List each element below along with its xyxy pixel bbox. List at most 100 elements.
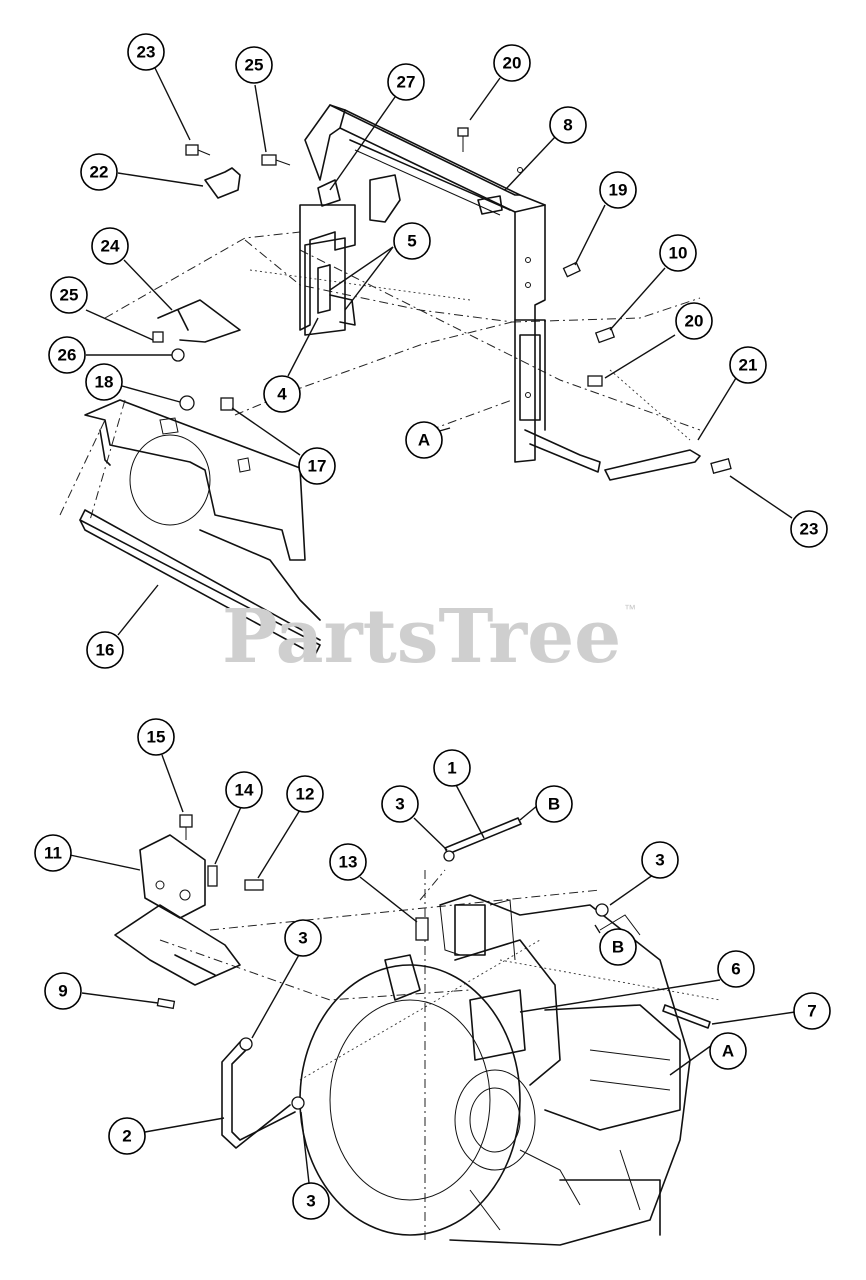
svg-text:13: 13 <box>339 853 358 872</box>
callout-B: B <box>535 785 573 823</box>
callout-21: 21 <box>729 346 767 384</box>
svg-text:5: 5 <box>407 232 416 251</box>
callout-8: 8 <box>549 106 587 144</box>
svg-text:1: 1 <box>447 759 456 778</box>
svg-text:17: 17 <box>308 457 327 476</box>
nut-12 <box>244 879 264 891</box>
svg-text:16: 16 <box>96 641 115 660</box>
svg-text:7: 7 <box>807 1002 816 1021</box>
callout-26: 26 <box>48 336 86 374</box>
callout-23: 23 <box>127 33 165 71</box>
bolt-10 <box>594 326 616 344</box>
svg-text:25: 25 <box>60 286 79 305</box>
callout-16: 16 <box>86 631 124 669</box>
nut-18 <box>179 395 195 411</box>
upper-assembly <box>59 104 732 656</box>
callout-25b: 25 <box>50 276 88 314</box>
callout-23b: 23 <box>790 510 828 548</box>
bolt-23a <box>185 144 211 156</box>
callout-27: 27 <box>387 63 425 101</box>
callout-10: 10 <box>659 234 697 272</box>
callout-14: 14 <box>225 771 263 809</box>
svg-text:3: 3 <box>306 1192 315 1211</box>
clamp-3c <box>239 1037 253 1051</box>
callout-3d: 3 <box>292 1182 330 1220</box>
svg-text:23: 23 <box>800 520 819 539</box>
svg-text:2: 2 <box>122 1127 131 1146</box>
bracket-11 <box>139 834 206 919</box>
callout-17: 17 <box>298 447 336 485</box>
svg-text:B: B <box>612 938 624 957</box>
callout-1: 1 <box>433 749 471 787</box>
callout-22: 22 <box>80 153 118 191</box>
svg-text:3: 3 <box>395 795 404 814</box>
svg-text:19: 19 <box>609 181 628 200</box>
callout-3c: 3 <box>284 919 322 957</box>
bolt-23b <box>710 458 732 474</box>
callout-25: 25 <box>235 46 273 84</box>
leader-lines <box>69 67 796 1184</box>
callouts: 23 25 27 20 8 22 19 24 5 10 25 20 26 21 … <box>34 33 831 1220</box>
bolt-15 <box>179 814 193 840</box>
bolt-20a <box>457 127 469 152</box>
svg-text:12: 12 <box>296 785 315 804</box>
svg-text:4: 4 <box>277 385 287 404</box>
bolt-7 <box>662 1004 711 1029</box>
svg-text:14: 14 <box>235 781 254 800</box>
svg-text:9: 9 <box>58 982 67 1001</box>
svg-text:27: 27 <box>397 73 416 92</box>
callout-4: 4 <box>263 375 301 413</box>
svg-text:8: 8 <box>563 116 572 135</box>
clamp-3d <box>291 1096 305 1110</box>
watermark-trademark: ™ <box>624 602 636 616</box>
callout-12: 12 <box>286 775 324 813</box>
bolt-19 <box>562 261 581 278</box>
callout-18: 18 <box>85 363 123 401</box>
svg-text:25: 25 <box>245 56 264 75</box>
svg-text:23: 23 <box>137 43 156 62</box>
watermark-logo: PartsTree <box>222 594 622 680</box>
svg-text:15: 15 <box>147 728 166 747</box>
callout-5: 5 <box>393 222 431 260</box>
frame-panel <box>299 204 356 331</box>
pin-9 <box>156 997 176 1010</box>
svg-text:22: 22 <box>90 163 109 182</box>
callout-15: 15 <box>137 718 175 756</box>
callout-20b: 20 <box>675 302 713 340</box>
callout-3b: 3 <box>641 841 679 879</box>
fitting-13 <box>415 917 429 941</box>
callout-20: 20 <box>493 44 531 82</box>
svg-text:10: 10 <box>669 244 688 263</box>
svg-text:3: 3 <box>298 929 307 948</box>
svg-text:A: A <box>722 1042 734 1061</box>
callout-13: 13 <box>329 843 367 881</box>
svg-text:26: 26 <box>58 346 77 365</box>
svg-text:20: 20 <box>503 54 522 73</box>
svg-text:6: 6 <box>731 960 740 979</box>
callout-24: 24 <box>91 227 129 265</box>
callout-11: 11 <box>34 834 72 872</box>
svg-text:3: 3 <box>655 851 664 870</box>
nut-20b <box>587 375 603 387</box>
clamp-3a <box>443 850 455 862</box>
callout-7: 7 <box>793 992 831 1030</box>
nut-17 <box>220 397 234 411</box>
callout-A: A <box>405 421 443 459</box>
nut-26 <box>171 348 185 362</box>
engine <box>299 894 691 1246</box>
callout-3a: 3 <box>381 785 419 823</box>
screw-14 <box>207 865 218 887</box>
callout-6: 6 <box>717 950 755 988</box>
svg-text:B: B <box>548 795 560 814</box>
callout-19: 19 <box>599 171 637 209</box>
bolt-25a <box>261 154 291 166</box>
svg-text:24: 24 <box>101 237 120 256</box>
svg-text:11: 11 <box>44 844 62 863</box>
svg-text:18: 18 <box>95 373 114 392</box>
svg-text:21: 21 <box>739 356 758 375</box>
lower-assembly <box>114 814 721 1246</box>
bolt-25b <box>152 331 164 343</box>
svg-text:A: A <box>418 431 430 450</box>
callout-B2: B <box>599 928 637 966</box>
